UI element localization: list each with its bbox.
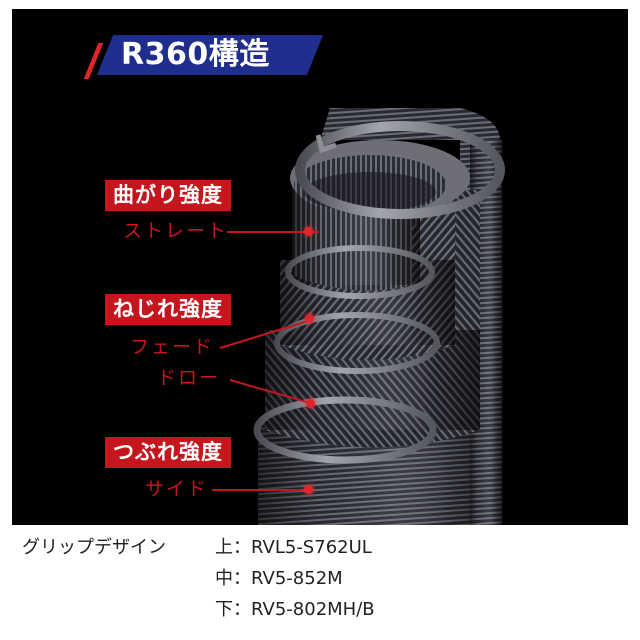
r360-structure-illustration: R360構造 — [12, 9, 628, 525]
side-leader-line — [212, 489, 312, 491]
fade-marker — [305, 314, 314, 323]
draw-marker — [306, 399, 315, 408]
grip-sep: ： — [233, 599, 251, 620]
side-marker — [304, 485, 313, 494]
straight-label: ストレート — [123, 220, 229, 242]
grip-model: RV5-802MH/B — [251, 599, 375, 620]
fade-label: フェード — [130, 336, 215, 358]
torsion-strength-badge: ねじれ強度 — [105, 294, 231, 325]
draw-label: ドロー — [157, 367, 221, 389]
bending-strength-badge: 曲がり強度 — [105, 180, 231, 211]
grip-pos: 下 — [215, 599, 233, 620]
rod-layers-illustration — [253, 108, 505, 525]
grip-row-top: 上：RVL5-S762UL — [215, 534, 372, 562]
straight-marker — [304, 227, 313, 236]
side-label: サイド — [145, 478, 209, 500]
crush-strength-badge: つぶれ強度 — [105, 437, 231, 468]
grip-row-bottom: 下：RV5-802MH/B — [215, 596, 375, 624]
grip-sep: ： — [233, 568, 251, 589]
grip-pos: 上 — [215, 537, 233, 558]
grip-row-middle: 中：RV5-852M — [215, 565, 343, 593]
grip-pos: 中 — [215, 568, 233, 589]
grip-design-label: グリップデザイン — [22, 537, 166, 558]
straight-leader-line — [227, 231, 319, 233]
page-title: R360構造 — [121, 37, 270, 72]
grip-model: RV5-852M — [251, 568, 343, 589]
grip-model: RVL5-S762UL — [251, 537, 372, 558]
grip-sep: ： — [233, 537, 251, 558]
